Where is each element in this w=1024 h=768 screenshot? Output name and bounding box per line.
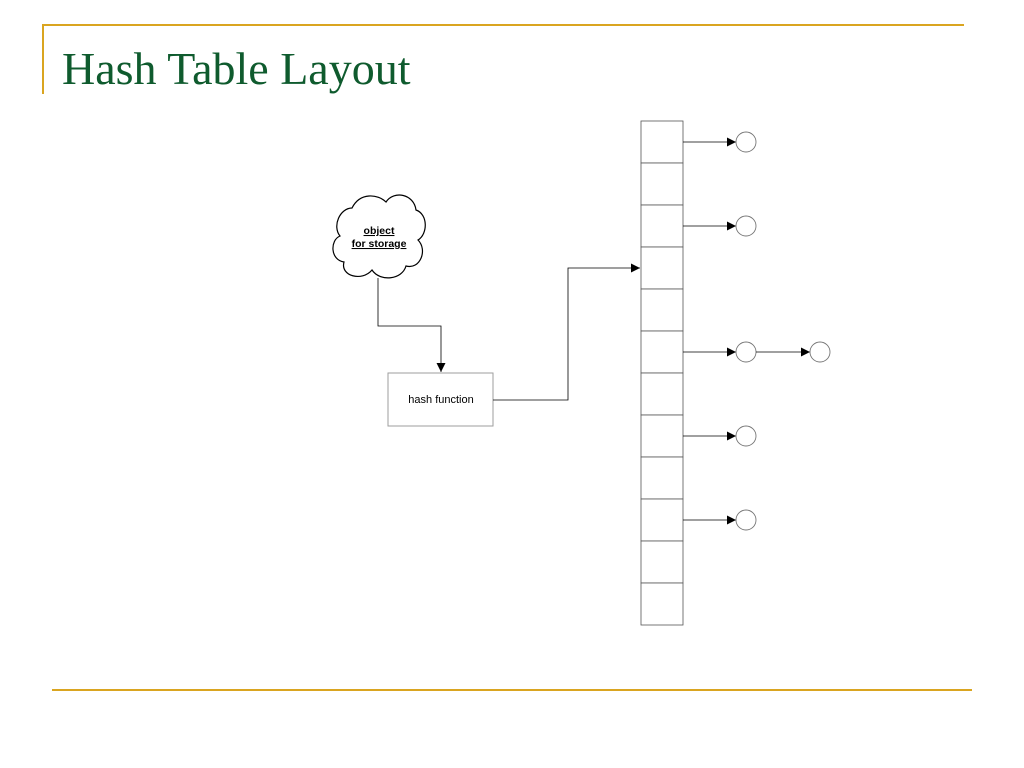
object-label-line2: for storage (352, 238, 407, 250)
hash-table-array (640, 120, 684, 626)
table-slot (640, 204, 684, 248)
chain-node (735, 131, 757, 153)
hash-function-box: hash function (387, 372, 494, 427)
object-cloud: object for storage (332, 194, 426, 279)
table-slot (640, 540, 684, 584)
chain-node (735, 425, 757, 447)
slide-title: Hash Table Layout (62, 43, 411, 94)
table-slot (640, 414, 684, 458)
table-slot (640, 498, 684, 542)
table-slot (640, 162, 684, 206)
table-slot (640, 582, 684, 626)
table-slot (640, 246, 684, 290)
cloud-to-hash-connector (377, 278, 446, 372)
hash-to-slot-connector (493, 263, 640, 401)
table-slot (640, 456, 684, 500)
table-slot (640, 288, 684, 332)
table-slot (640, 120, 684, 164)
chain-node (735, 341, 757, 363)
bottom-accent-rule (52, 689, 972, 691)
cloud-shape (332, 194, 426, 279)
hash-function-label: hash function (408, 394, 473, 406)
chain-node (809, 341, 831, 363)
table-slot (640, 372, 684, 416)
top-accent-rule (42, 24, 964, 26)
bucket-chains (683, 131, 831, 531)
table-slot (640, 330, 684, 374)
object-label-line1: object (364, 225, 395, 237)
left-accent-rule (42, 24, 44, 94)
chain-node (735, 215, 757, 237)
chain-node (735, 509, 757, 531)
